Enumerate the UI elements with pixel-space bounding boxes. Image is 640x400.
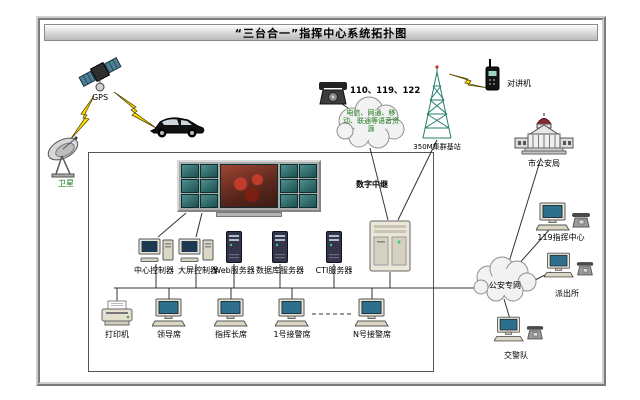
wall-screen — [280, 164, 298, 178]
label-traffic-police: 交警队 — [504, 351, 528, 360]
video-wall-left — [181, 164, 218, 208]
wall-screen — [181, 194, 199, 208]
walkie-talkie-icon — [485, 59, 500, 91]
wall-map-screen — [220, 164, 278, 208]
label-screen-controller: 大屏控制器 — [178, 266, 218, 275]
car-icon — [150, 117, 205, 138]
label-telecom-cloud: 电信、网通、移动、联通等语音资源 — [343, 109, 399, 134]
cti-server-icon — [326, 231, 342, 263]
label-printer: 打印机 — [105, 330, 129, 339]
wall-screen — [280, 179, 298, 193]
label-center-controller: 中心控制器 — [134, 266, 174, 275]
title-bar: “三台合一”指挥中心系统拓扑图 — [44, 24, 598, 41]
label-satellite: 卫星 — [58, 179, 74, 188]
screen-controller-icon — [178, 238, 214, 262]
label-seat-n: N号接警席 — [353, 330, 391, 339]
label-seat-1: 1号接警席 — [273, 330, 311, 339]
database-server-icon — [272, 231, 288, 263]
label-gps: GPS — [91, 93, 109, 102]
label-hotlines: 110、119、122 — [350, 86, 421, 96]
label-police-network: 公安专网 — [489, 281, 521, 290]
web-server-icon — [226, 231, 242, 263]
seat-n-icon — [355, 298, 389, 327]
satellite-dish-icon — [47, 136, 79, 178]
label-db-server: 数据库服务器 — [256, 266, 304, 275]
desk-phone-icon — [576, 262, 594, 276]
seat-1-icon — [275, 298, 309, 327]
wall-screen — [299, 164, 317, 178]
label-police-station: 派出所 — [555, 289, 579, 298]
label-leader-seat: 领导席 — [157, 330, 181, 339]
wall-screen — [200, 164, 218, 178]
computer-icon — [544, 252, 574, 278]
wall-screen — [200, 179, 218, 193]
label-digital-trunk: 数字中继 — [356, 180, 388, 189]
wall-screen — [181, 164, 199, 178]
commander-seat-icon — [214, 298, 248, 327]
video-wall-stand — [216, 212, 282, 217]
video-wall-right — [280, 164, 317, 208]
desk-phone-icon — [572, 213, 590, 228]
label-commander-seat: 指挥长席 — [215, 330, 247, 339]
center-controller-icon — [138, 238, 174, 262]
government-building-icon — [514, 113, 574, 155]
trunk-cabinet-icon — [369, 220, 411, 272]
computer-icon — [494, 316, 524, 342]
label-walkie-talkie: 对讲机 — [507, 79, 531, 88]
desk-phone-icon — [526, 326, 544, 340]
label-cti-server: CTI服务器 — [315, 266, 353, 275]
label-web-server: Web服务器 — [213, 266, 255, 275]
telephone-icon — [319, 82, 347, 105]
computer-icon — [536, 202, 570, 231]
page-title: “三台合一”指挥中心系统拓扑图 — [234, 26, 408, 40]
video-wall — [177, 160, 321, 212]
label-center-119: 119指挥中心 — [537, 233, 585, 242]
printer-icon — [101, 300, 133, 326]
wall-screen — [299, 179, 317, 193]
gps-satellite-icon — [78, 57, 122, 92]
wall-screen — [181, 179, 199, 193]
leader-seat-icon — [152, 298, 186, 327]
label-city-psb: 市公安局 — [528, 159, 560, 168]
wall-screen — [299, 194, 317, 208]
label-base-station: 350M集群基站 — [413, 143, 461, 151]
wall-screen — [200, 194, 218, 208]
radio-tower-icon — [422, 65, 452, 139]
wall-screen — [280, 194, 298, 208]
